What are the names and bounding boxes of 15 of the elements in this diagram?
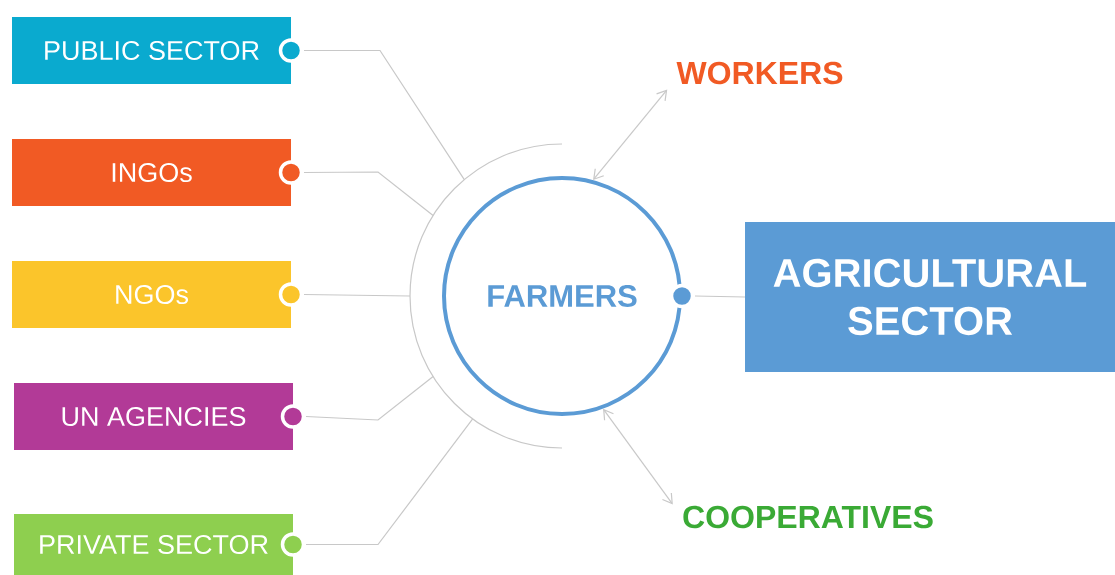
dot-connector [278,282,411,307]
sector-box: NGOs [12,261,291,328]
sector-box: UN AGENCIES [14,383,293,450]
dot-connector [278,38,465,181]
group-label: WORKERS [676,61,843,85]
dot-connector [278,160,434,217]
dot-connector [280,375,434,429]
sector-box: INGOs [12,139,291,206]
sector-box: PUBLIC SECTOR [12,17,291,84]
sector-box: AGRICULTURAL SECTOR [745,222,1115,372]
dot-connector [280,418,474,557]
group-label: COOPERATIVES [683,505,933,529]
sector-box: PRIVATE SECTOR [14,514,293,575]
double-arrow [603,408,673,505]
double-arrow [593,89,668,181]
